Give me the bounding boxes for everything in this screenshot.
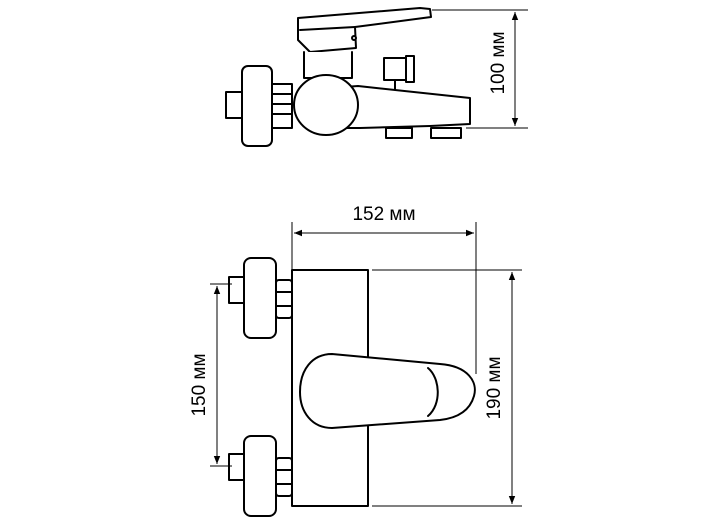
front-upper-wall-pipe xyxy=(228,276,245,304)
front-lever-cap-edge xyxy=(427,367,439,417)
side-hex-nut xyxy=(271,83,293,129)
front-width-label: 152 мм xyxy=(352,204,415,225)
front-lower-flange xyxy=(243,435,277,517)
side-lever-handle xyxy=(297,7,432,53)
front-spacing-label: 150 мм xyxy=(189,353,210,416)
front-lower-wall-pipe xyxy=(228,453,245,481)
side-view: 100 мм xyxy=(225,7,528,147)
front-upper-hex-nut xyxy=(275,279,293,319)
side-main-body xyxy=(293,74,359,136)
front-lower-hex-nut xyxy=(275,457,293,497)
side-lever-edge xyxy=(299,26,356,31)
side-outlet-2 xyxy=(430,127,462,139)
side-height-label: 100 мм xyxy=(488,31,509,94)
front-height-label: 190 мм xyxy=(484,356,505,419)
front-lever-paddle xyxy=(299,353,476,429)
side-diverter-knob xyxy=(383,57,407,81)
front-upper-flange xyxy=(243,257,277,339)
side-diverter-cap xyxy=(405,55,415,83)
side-wall-pipe xyxy=(225,91,243,119)
side-flange xyxy=(241,65,273,147)
side-lever-screw xyxy=(351,35,357,41)
side-outlet-1 xyxy=(385,127,413,139)
front-view: 152 мм 150 мм 190 мм xyxy=(189,204,522,517)
